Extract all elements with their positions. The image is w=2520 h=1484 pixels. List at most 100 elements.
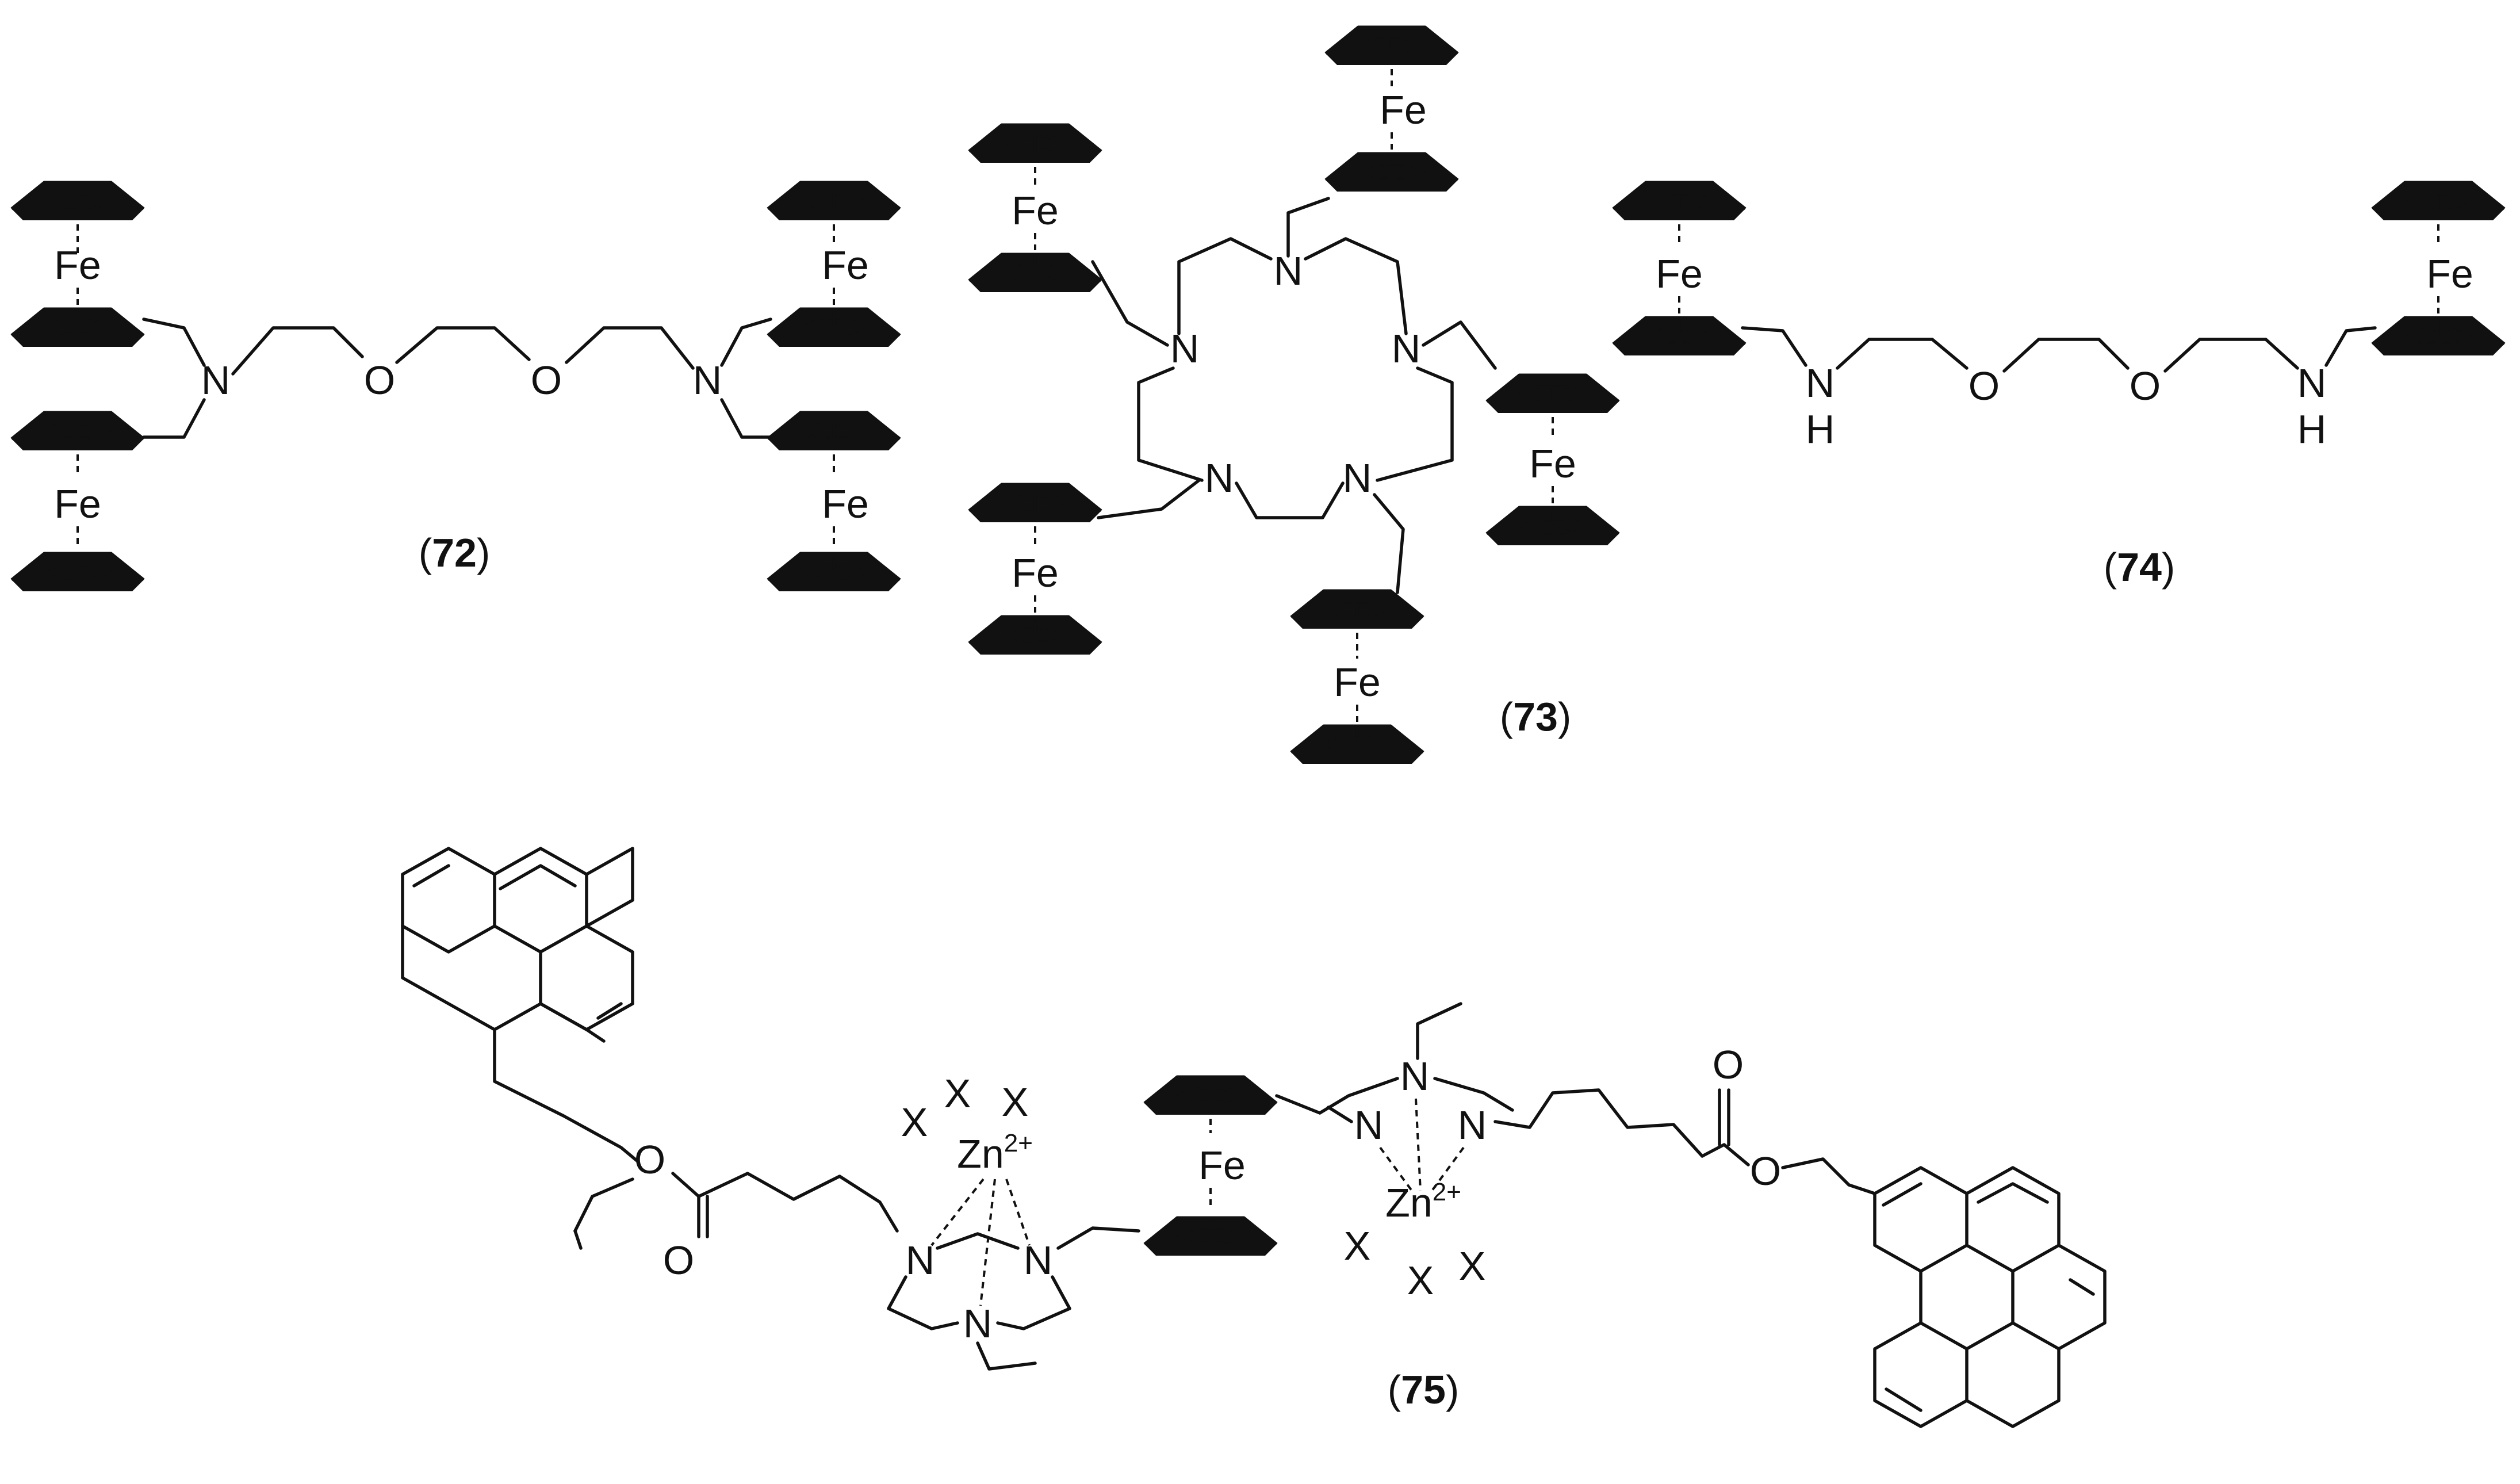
ligand-x: X bbox=[1002, 1080, 1029, 1125]
nitrogen-atom: N bbox=[1170, 326, 1200, 371]
cp-ring bbox=[1326, 154, 1458, 192]
cp-ring bbox=[1487, 375, 1619, 413]
iron-atom: Fe bbox=[1198, 1143, 1246, 1188]
compound-72: Fe Fe Fe Fe N O O N (72) bbox=[12, 182, 900, 591]
ring-bond bbox=[1235, 481, 1345, 519]
oxygen-atom: O bbox=[663, 1238, 694, 1283]
cp-ring bbox=[12, 412, 144, 450]
bond bbox=[142, 398, 206, 439]
bond bbox=[2002, 338, 2130, 373]
coord-bond bbox=[1005, 1179, 1031, 1246]
iron-atom: Fe bbox=[1656, 251, 1703, 296]
nitrogen-atom: N bbox=[1354, 1103, 1384, 1148]
ligand-x: X bbox=[944, 1071, 971, 1116]
arm-bond bbox=[1422, 320, 1497, 370]
compound-label-74: (74) bbox=[2104, 545, 2176, 590]
bond bbox=[2163, 338, 2299, 373]
oxygen-atom: O bbox=[531, 358, 562, 403]
bond bbox=[2324, 326, 2377, 367]
cp-ring bbox=[768, 309, 900, 347]
bond bbox=[1275, 1094, 1322, 1115]
iron-atom: Fe bbox=[1012, 550, 1059, 595]
ring-bond bbox=[996, 1275, 1071, 1330]
coord-bond bbox=[979, 1179, 996, 1306]
compound-label-73: (73) bbox=[1500, 694, 1572, 739]
cp-ring bbox=[1144, 1077, 1277, 1115]
bond bbox=[573, 1177, 634, 1233]
nitrogen-atom: N bbox=[1458, 1103, 1487, 1148]
bond bbox=[231, 326, 364, 376]
nitrogen-atom: N bbox=[963, 1301, 993, 1346]
amine-hydrogen: H bbox=[2297, 407, 2327, 452]
oxygen-atom: O bbox=[1968, 364, 2000, 408]
compound-label-75: (75) bbox=[1388, 1367, 1460, 1412]
bond bbox=[1701, 1143, 1750, 1166]
iron-atom: Fe bbox=[822, 243, 869, 288]
nitrogen-atom: N bbox=[1343, 456, 1372, 500]
arm-bond bbox=[1373, 493, 1405, 594]
nitrogen-atom: N bbox=[1205, 456, 1234, 500]
iron-atom: Fe bbox=[822, 481, 869, 526]
ring-bond bbox=[1327, 1106, 1353, 1123]
bond bbox=[720, 398, 772, 439]
amine-nitrogen: N bbox=[1806, 361, 1835, 406]
cp-ring bbox=[969, 254, 1101, 292]
cp-ring bbox=[12, 182, 144, 220]
bond bbox=[493, 1028, 640, 1164]
coord-bond bbox=[1415, 1098, 1422, 1191]
cp-ring bbox=[1291, 726, 1423, 764]
arm-bond bbox=[1091, 260, 1169, 347]
ligand-x: X bbox=[1407, 1258, 1434, 1303]
oxygen-atom: O bbox=[1750, 1149, 1781, 1194]
bond bbox=[395, 326, 531, 364]
bond bbox=[1741, 326, 1807, 367]
cp-ring bbox=[2372, 182, 2504, 220]
cp-ring bbox=[969, 484, 1101, 522]
cp-ring bbox=[1613, 318, 1745, 355]
pyrene-left bbox=[401, 847, 634, 1031]
pyrene-right bbox=[1873, 1166, 2107, 1428]
ligand-x: X bbox=[901, 1100, 928, 1145]
coord-bond bbox=[1431, 1146, 1465, 1192]
oxygen-atom: O bbox=[364, 358, 395, 403]
cp-ring bbox=[12, 309, 144, 347]
ethyl-bond bbox=[1416, 1002, 1462, 1060]
cp-ring bbox=[1291, 591, 1423, 629]
coord-bond bbox=[930, 1178, 985, 1246]
cp-ring bbox=[768, 182, 900, 220]
ring-bond bbox=[1433, 1077, 1514, 1112]
ring-bond bbox=[887, 1275, 959, 1330]
nitrogen-atom: N bbox=[693, 358, 722, 403]
ligand-x: X bbox=[1459, 1244, 1486, 1288]
bond bbox=[1056, 1226, 1140, 1250]
nitrogen-atom: N bbox=[1024, 1238, 1053, 1283]
bond bbox=[697, 1172, 899, 1233]
arm-bond bbox=[1286, 197, 1330, 258]
iron-atom: Fe bbox=[1334, 660, 1381, 705]
cp-ring bbox=[1613, 182, 1745, 220]
ring-bond bbox=[976, 1341, 1037, 1371]
bond bbox=[573, 1229, 583, 1250]
compound-label-72: (72) bbox=[419, 530, 491, 575]
iron-atom: Fe bbox=[1380, 87, 1427, 132]
coord-bond bbox=[1379, 1146, 1413, 1192]
iron-atom: Fe bbox=[1529, 441, 1576, 486]
amine-hydrogen: H bbox=[1806, 407, 1835, 452]
bond bbox=[142, 318, 206, 367]
nitrogen-atom: N bbox=[906, 1238, 935, 1283]
oxygen-atom: O bbox=[1713, 1042, 1744, 1087]
oxygen-atom: O bbox=[2130, 364, 2161, 408]
ring-bond bbox=[1137, 366, 1204, 482]
cp-ring bbox=[969, 617, 1101, 655]
cp-ring bbox=[2372, 318, 2504, 355]
cp-ring bbox=[1326, 27, 1458, 65]
iron-atom: Fe bbox=[1012, 188, 1059, 233]
cp-ring bbox=[969, 125, 1101, 163]
bond bbox=[565, 326, 695, 370]
cp-ring bbox=[1487, 507, 1619, 545]
ring-bond bbox=[1177, 237, 1273, 335]
nitrogen-atom: N bbox=[201, 358, 231, 403]
nitrogen-atom: N bbox=[1400, 1054, 1430, 1099]
